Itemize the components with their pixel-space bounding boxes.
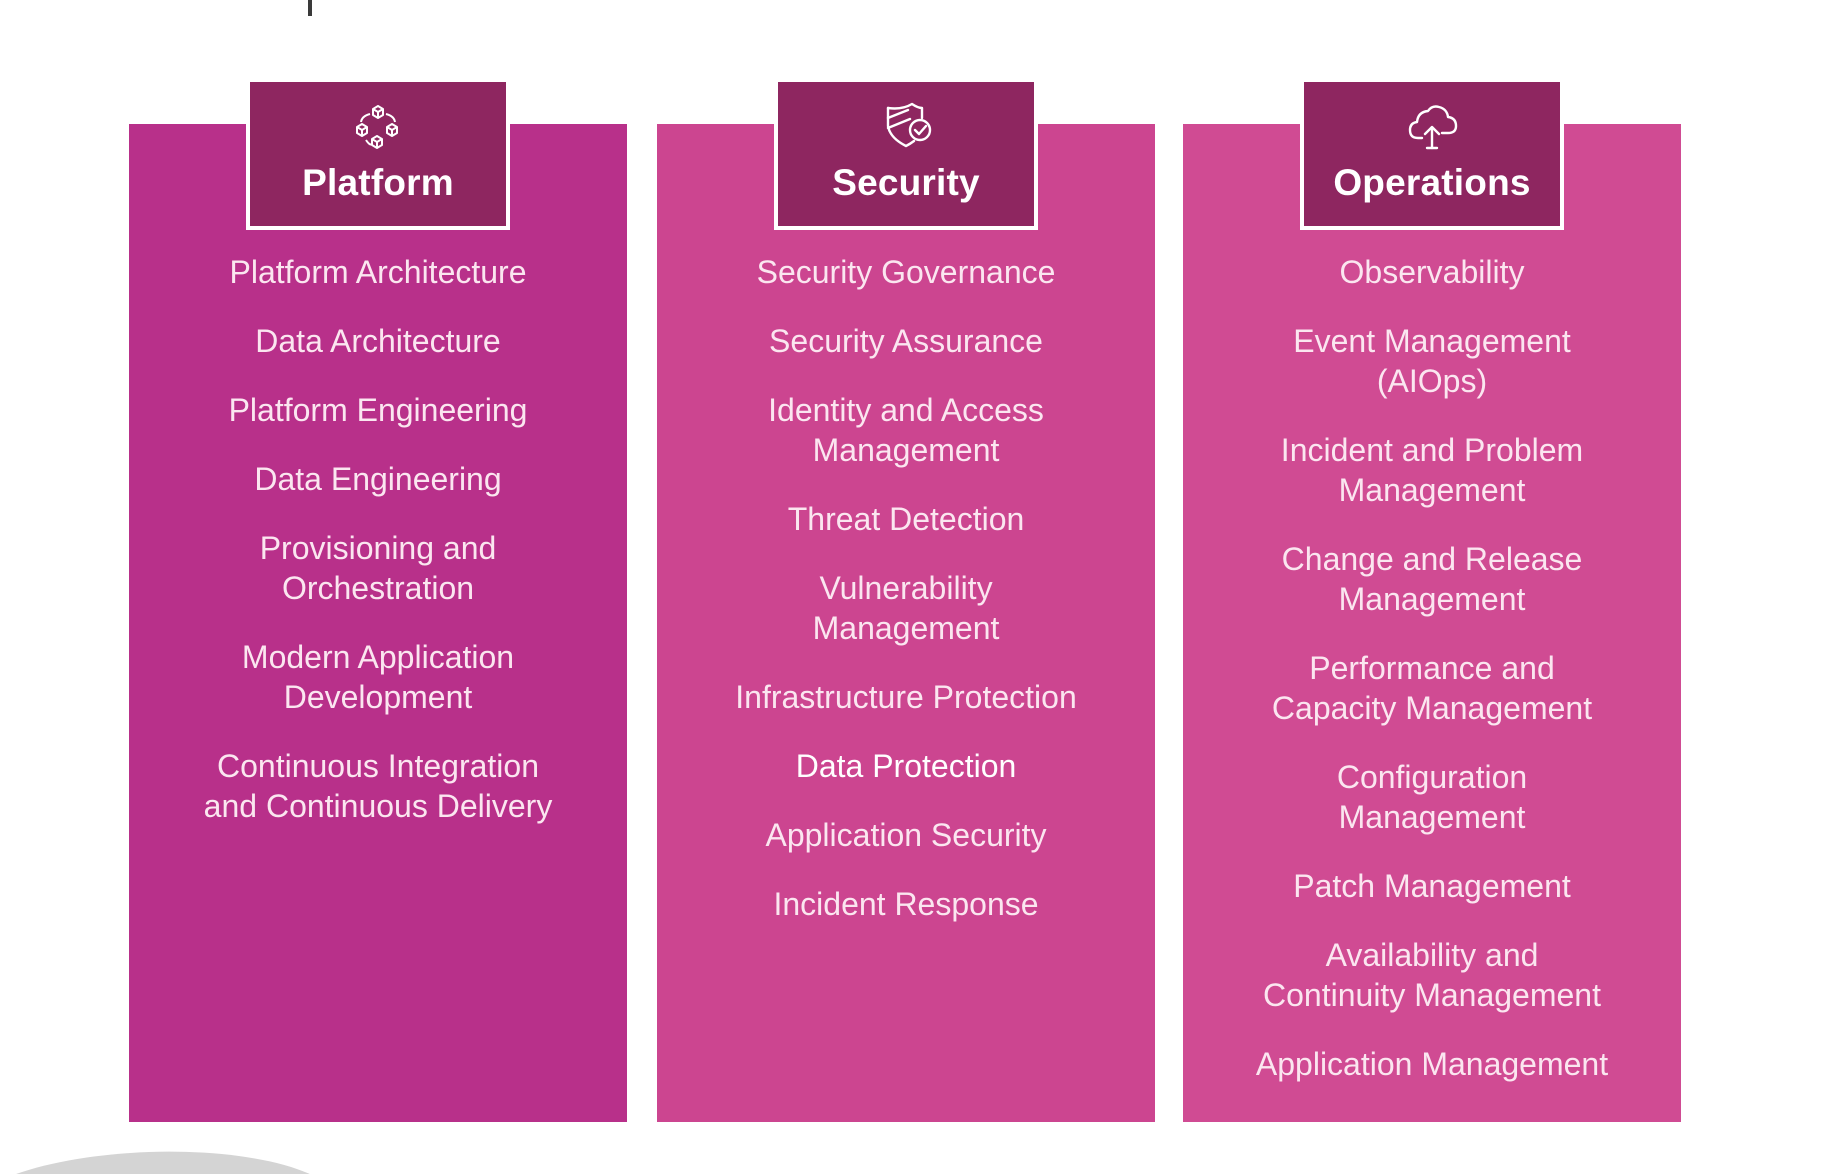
list-item: Provisioning and Orchestration [259, 530, 497, 606]
list-item: Configuration Management [1336, 759, 1528, 835]
text-cursor-mark [308, 0, 312, 16]
list-item: Platform Engineering [228, 392, 528, 428]
operations-title: Operations [1333, 162, 1531, 203]
security-item-list: Security Governance Security Assurance I… [657, 252, 1155, 953]
operations-item-list: Observability Event Management (AIOps) I… [1183, 252, 1681, 1113]
list-item: Security Assurance [769, 323, 1043, 359]
list-item: Performance and Capacity Management [1271, 650, 1593, 726]
platform-title: Platform [302, 162, 454, 203]
list-item: Infrastructure Protection [735, 679, 1077, 715]
security-header: Security [774, 82, 1038, 230]
list-item: Application Management [1255, 1046, 1609, 1082]
list-item: Vulnerability Management [812, 570, 1000, 646]
list-item: Modern Application Development [241, 639, 515, 715]
list-item: Threat Detection [787, 501, 1025, 537]
list-item: Observability [1339, 254, 1525, 290]
security-title: Security [832, 162, 980, 203]
list-item: Data Architecture [255, 323, 501, 359]
operations-column: Operations Observability Event Managemen… [1183, 82, 1681, 1122]
list-item: Platform Architecture [229, 254, 527, 290]
platform-item-list: Platform Architecture Data Architecture … [129, 252, 627, 855]
list-item: Data Engineering [254, 461, 502, 497]
cloud-upload-icon [1408, 105, 1458, 150]
list-item: Data Protection [795, 748, 1017, 784]
list-item: Application Security [765, 817, 1047, 853]
list-item: Patch Management [1293, 868, 1571, 904]
list-item: Event Management (AIOps) [1293, 323, 1571, 399]
list-item: Change and Release Management [1281, 541, 1583, 617]
cubes-cycle-icon [356, 105, 398, 149]
list-item: Identity and Access Management [768, 392, 1044, 468]
list-item: Incident Response [773, 886, 1039, 922]
operations-header: Operations [1300, 82, 1564, 230]
platform-header: Platform [246, 82, 510, 230]
list-item: Availability and Continuity Management [1263, 937, 1601, 1013]
list-item: Security Governance [756, 254, 1056, 290]
shield-check-icon [886, 102, 932, 148]
platform-column: Platform Platform Architecture Data Arch… [129, 82, 627, 1122]
decorative-swoosh [0, 1145, 341, 1174]
list-item: Incident and Problem Management [1280, 432, 1584, 508]
list-item: Continuous Integration and Continuous De… [203, 748, 553, 824]
security-column: Security Security Governance Security As… [657, 82, 1155, 1122]
